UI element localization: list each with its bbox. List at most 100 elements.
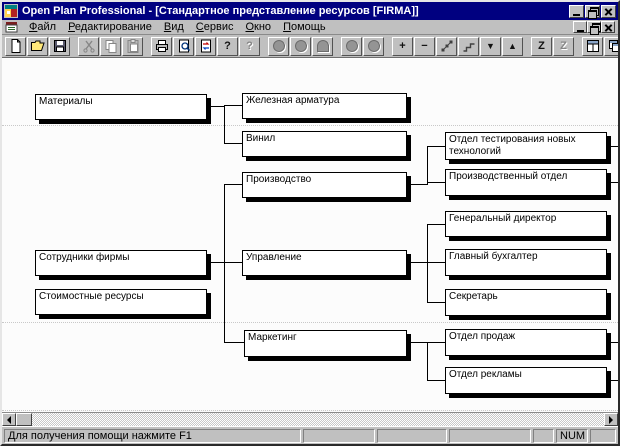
page-break-line	[2, 410, 618, 411]
status-bar: Для получения помощи нажмите F1 NUM	[2, 426, 618, 444]
update-button[interactable]	[195, 36, 216, 56]
resource-view-button-4[interactable]	[341, 36, 362, 56]
circle-icon	[367, 40, 380, 52]
restore-icon	[589, 22, 601, 35]
link-nodes-button[interactable]	[436, 36, 457, 56]
menu-file[interactable]: Файл	[29, 21, 57, 33]
scissors-icon	[82, 40, 95, 53]
tree-node-management[interactable]: Управление	[242, 250, 407, 276]
tile-windows-button[interactable]	[582, 36, 603, 56]
move-down-button[interactable]: ▼	[480, 36, 501, 56]
page-break-line	[2, 125, 618, 126]
restore-button[interactable]	[585, 4, 600, 19]
connector-line	[427, 262, 445, 263]
help-button[interactable]: ?	[217, 36, 238, 56]
add-button[interactable]: +	[392, 36, 413, 56]
cascade-windows-icon	[608, 40, 618, 52]
zigzag-view-alt-button[interactable]: Z	[553, 36, 574, 56]
context-help-button[interactable]: ?	[239, 36, 260, 56]
connector-line	[427, 380, 445, 381]
tree-node-label: Управление	[246, 252, 302, 263]
new-document-icon	[11, 39, 20, 53]
print-button[interactable]	[151, 36, 172, 56]
connector-line	[224, 105, 225, 144]
tree-node-testing-dept[interactable]: Отдел тестирования новых технологий	[445, 132, 607, 160]
plus-icon: +	[399, 40, 406, 52]
new-button[interactable]	[5, 36, 26, 56]
horizontal-scrollbar[interactable]	[2, 412, 618, 426]
minus-icon: −	[421, 40, 428, 52]
tree-node-employees[interactable]: Сотрудники фирмы	[35, 250, 207, 276]
child-restore-button[interactable]	[587, 21, 601, 35]
menu-bar: Файл Редактирование Вид Сервис Окно Помо…	[2, 20, 618, 35]
cut-button[interactable]	[78, 36, 99, 56]
arch-icon	[316, 40, 329, 52]
print-preview-button[interactable]	[173, 36, 194, 56]
tree-node-label: Стоимостные ресурсы	[39, 291, 144, 302]
steps-icon	[463, 43, 474, 52]
connector-line	[224, 262, 242, 263]
num-lock-indicator: NUM	[556, 428, 588, 443]
tree-node-sales-dept[interactable]: Отдел продаж	[445, 329, 607, 356]
connector-line	[427, 342, 445, 343]
tree-node-label: Производственный отдел	[449, 171, 568, 182]
circle-icon	[345, 40, 358, 52]
save-button[interactable]	[49, 36, 70, 56]
tree-node-vinyl[interactable]: Винил	[242, 131, 407, 157]
menu-window[interactable]: Окно	[245, 21, 272, 33]
scroll-right-button[interactable]	[604, 413, 618, 426]
menu-help[interactable]: Помощь	[283, 21, 326, 33]
copy-button[interactable]	[100, 36, 121, 56]
connector-line	[407, 262, 427, 263]
resource-view-button-3[interactable]	[312, 36, 333, 56]
zigzag-view-button[interactable]: Z	[531, 36, 552, 56]
printer-icon	[155, 40, 168, 52]
connector-line	[224, 105, 242, 106]
circle-icon	[272, 40, 285, 52]
open-button[interactable]	[27, 36, 48, 56]
tree-node-label: Материалы	[39, 96, 93, 107]
menu-tools[interactable]: Сервис	[195, 21, 234, 33]
tree-node-iron-fittings[interactable]: Железная арматура	[242, 93, 407, 119]
minimize-button[interactable]	[569, 4, 584, 18]
connector-line	[407, 342, 427, 343]
menu-edit[interactable]: Редактирование	[68, 21, 152, 33]
move-up-button[interactable]: ▲	[502, 36, 523, 56]
tree-node-advertising-dept[interactable]: Отдел рекламы	[445, 367, 607, 394]
tree-node-production[interactable]: Производство	[242, 172, 407, 198]
resource-view-button-5[interactable]	[363, 36, 384, 56]
zigzag-icon: Z	[538, 40, 545, 52]
steps-button[interactable]	[458, 36, 479, 56]
tree-node-secretary[interactable]: Секретарь	[445, 289, 607, 316]
status-message: Для получения помощи нажмите F1	[4, 428, 301, 443]
child-minimize-button[interactable]	[573, 21, 587, 33]
arrow-up-icon: ▲	[508, 41, 517, 51]
scroll-left-button[interactable]	[2, 413, 16, 426]
child-close-button[interactable]	[601, 21, 615, 33]
tree-node-marketing[interactable]: Маркетинг	[244, 330, 407, 357]
menu-view[interactable]: Вид	[163, 21, 184, 33]
tree-node-label: Главный бухгалтер	[449, 251, 538, 262]
cascade-windows-button[interactable]	[604, 36, 618, 56]
paste-button[interactable]	[122, 36, 143, 56]
tree-node-label: Секретарь	[449, 291, 498, 302]
resource-view-button-1[interactable]	[268, 36, 289, 56]
remove-button[interactable]: −	[414, 36, 435, 56]
close-button[interactable]	[601, 4, 616, 18]
resource-view-button-2[interactable]	[290, 36, 311, 56]
tree-node-general-director[interactable]: Генеральный директор	[445, 211, 607, 237]
tree-node-label: Отдел рекламы	[449, 369, 522, 380]
tree-node-cost-resources[interactable]: Стоимостные ресурсы	[35, 289, 207, 315]
tree-node-label: Винил	[246, 133, 276, 144]
tree-node-materials[interactable]: Материалы	[35, 94, 207, 120]
tree-node-production-dept[interactable]: Производственный отдел	[445, 169, 607, 196]
tree-node-label: Генеральный директор	[449, 213, 557, 224]
resource-tree-canvas[interactable]: Материалы Железная арматура Винил Сотруд…	[2, 58, 618, 412]
connector-line	[224, 143, 242, 144]
scroll-thumb[interactable]	[16, 413, 32, 426]
connector-line	[427, 224, 428, 303]
save-floppy-icon	[53, 40, 66, 52]
arrow-down-icon: ▼	[486, 41, 495, 51]
tree-node-chief-accountant[interactable]: Главный бухгалтер	[445, 249, 607, 276]
